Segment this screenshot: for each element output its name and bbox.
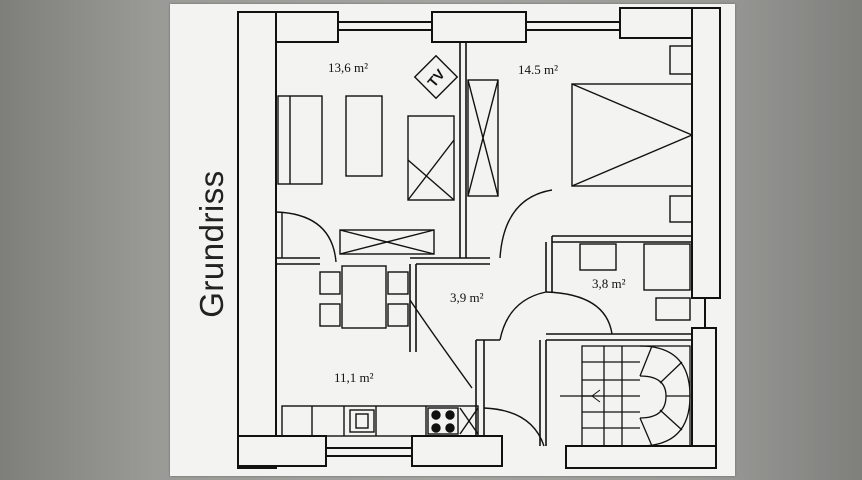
room-area-hallway: 3,9 m²: [450, 290, 484, 305]
staircase: [560, 345, 691, 447]
door-bathroom: [545, 291, 613, 335]
door-stairs: [499, 291, 547, 341]
wall-bottom-left: [237, 435, 327, 467]
room-area-living: 13,6 m²: [328, 60, 369, 75]
sofa: [277, 95, 323, 185]
stove-icon: [427, 407, 459, 435]
door-bedroom: [499, 189, 553, 259]
living-room-furniture: [277, 54, 459, 255]
wall-bottom-middle: [411, 435, 503, 467]
wall-top-middle: [431, 11, 527, 43]
room-area-kitchen: 11,1 m²: [334, 370, 374, 385]
chair-1: [319, 271, 341, 295]
bedroom-furniture: [467, 45, 693, 223]
sideboard: [339, 229, 435, 255]
armchair: [407, 115, 455, 201]
chair-2: [319, 303, 341, 327]
wall-right-upper: [691, 7, 721, 299]
double-bed: [571, 83, 693, 187]
wall-bottom-right: [565, 445, 717, 469]
outer-walls: [237, 7, 721, 469]
sink-icon: [349, 409, 375, 433]
bathroom-fixtures: [579, 243, 691, 321]
room-area-bathroom: 3,8 m²: [592, 276, 626, 291]
chair-3: [387, 271, 409, 295]
nightstand-bottom: [669, 195, 693, 223]
chair-4: [387, 303, 409, 327]
room-area-bedroom: 14.5 m²: [518, 62, 559, 77]
doors: [275, 189, 613, 447]
door-kitchen-hall: [409, 299, 473, 389]
dining-table: [341, 265, 387, 329]
coffee-table: [345, 95, 383, 177]
kitchen-furniture: [281, 265, 479, 437]
door-living-kitchen: [275, 211, 337, 263]
door-entrance: [483, 407, 545, 447]
nightstand-top: [669, 45, 693, 75]
sink: [655, 297, 691, 321]
plan-title: Grundriss: [193, 170, 230, 318]
kitchen-counter: [281, 405, 479, 437]
interior-walls: [276, 42, 692, 446]
shower: [643, 243, 691, 291]
toilet: [579, 243, 617, 271]
wall-left: [237, 11, 277, 469]
wardrobe: [467, 79, 499, 197]
tv-symbol: [413, 54, 459, 100]
